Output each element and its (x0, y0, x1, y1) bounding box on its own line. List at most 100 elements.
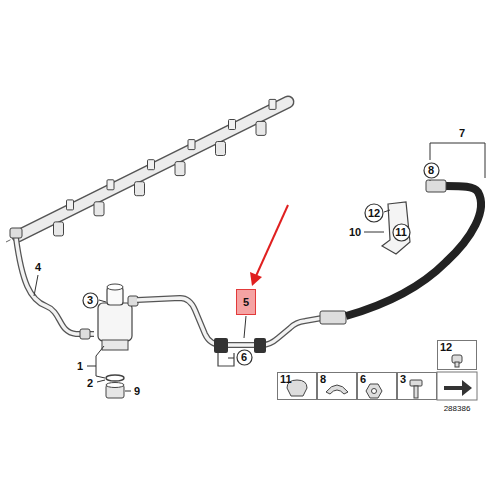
legend-frame (318, 373, 357, 400)
feed-line (137, 298, 322, 345)
callout-number: 12 (364, 203, 384, 223)
callout-number: 11 (392, 223, 411, 242)
parts-legend-icons (326, 385, 348, 394)
callout-number: 1 (77, 360, 83, 372)
red-arrow (256, 205, 288, 276)
mounting-bracket (382, 202, 410, 254)
callout-number: 2 (87, 377, 93, 389)
high-pressure-pump (106, 375, 124, 381)
pipe-clamp (214, 338, 228, 353)
high-pressure-line (10, 228, 94, 339)
injector-ports (175, 162, 185, 176)
leader-lines (34, 275, 38, 296)
leader-lines (244, 316, 246, 338)
leader-lines (87, 346, 105, 378)
callout-number: 6 (357, 372, 397, 387)
callout-number: 8 (317, 372, 357, 387)
feed-line (137, 180, 481, 345)
callout-circle: 6 (236, 349, 253, 366)
callout-ring (424, 163, 439, 178)
parts-legend-icons (410, 380, 422, 386)
leader-lines (97, 380, 105, 382)
high-pressure-pump (102, 340, 128, 350)
high-pressure-pump (98, 284, 138, 398)
leader-lines (99, 300, 106, 302)
callout-circle: 12 (364, 203, 384, 223)
high-pressure-pump (107, 284, 123, 290)
high-pressure-line (10, 228, 22, 238)
parts-legend-icons (414, 386, 418, 398)
part-legend-box: 8 (317, 372, 357, 400)
red-arrow (250, 205, 288, 286)
legend-frame (438, 341, 477, 370)
injector-ports (54, 222, 64, 236)
callout-circle: 8 (423, 162, 440, 179)
fuel-rail (18, 102, 288, 236)
mounting-bracket (382, 202, 410, 254)
feed-line (320, 311, 346, 324)
leader-lines (364, 232, 384, 233)
feed-line (426, 180, 446, 192)
callout-number: 9 (134, 385, 140, 397)
injector-ports (188, 140, 195, 150)
fuel-rail (18, 102, 288, 236)
injector-ports (269, 99, 276, 109)
high-pressure-pump (98, 303, 132, 341)
parts-legend-icons (437, 372, 477, 400)
callout-ring (393, 224, 410, 241)
injector-ports (54, 99, 277, 236)
leader-lines (384, 210, 390, 212)
high-pressure-pump (106, 383, 124, 388)
parts-legend-icons (372, 389, 377, 394)
feed-line (137, 298, 322, 345)
callout-number: 3 (82, 292, 99, 309)
drawing-number: 288386 (444, 404, 471, 413)
highlighted-callout: 5 (236, 289, 256, 315)
high-pressure-line (16, 238, 94, 334)
high-pressure-line (16, 238, 94, 334)
leader-lines (125, 391, 131, 392)
leader-lines (34, 143, 485, 391)
callout-ring (237, 350, 252, 365)
legend-frame (398, 373, 437, 400)
callout-number: 8 (423, 162, 440, 179)
callout-number: 5 (236, 289, 256, 315)
pipe-clamp (254, 338, 266, 353)
callout-number: 11 (277, 372, 317, 387)
parts-legend-icons (444, 380, 472, 396)
callout-number: 3 (397, 372, 437, 387)
fuel-rail (6, 102, 288, 242)
injector-ports (216, 142, 226, 156)
leader-lines (430, 180, 431, 181)
part-legend-box: 12 (437, 340, 477, 370)
part-legend-box: 3 (397, 372, 437, 400)
injector-ports (107, 180, 114, 190)
pipe-clamp (218, 353, 234, 366)
part-legend-box: 11 (277, 372, 317, 400)
pipe-clamp (214, 338, 266, 366)
leader-lines (228, 358, 234, 359)
callout-number: 7 (459, 127, 465, 139)
injector-ports (135, 182, 145, 196)
parts-legend-icons (455, 362, 459, 367)
injector-ports (94, 202, 104, 216)
part-legend-box: 6 (357, 372, 397, 400)
callout-circle: 11 (392, 223, 411, 242)
parts-legend-icons (287, 355, 477, 400)
callout-number: 4 (35, 261, 41, 273)
callout-circle: 3 (82, 292, 99, 309)
callout-number: 6 (236, 349, 253, 366)
highlight-box (237, 290, 256, 315)
feed-line (346, 186, 481, 316)
high-pressure-pump (128, 296, 138, 306)
injector-ports (148, 160, 155, 170)
high-pressure-line (80, 329, 90, 339)
callout-ring (83, 293, 98, 308)
callout-number: 10 (349, 226, 361, 238)
injector-ports (67, 200, 74, 210)
legend-frame (358, 373, 397, 400)
red-arrow (250, 272, 262, 286)
